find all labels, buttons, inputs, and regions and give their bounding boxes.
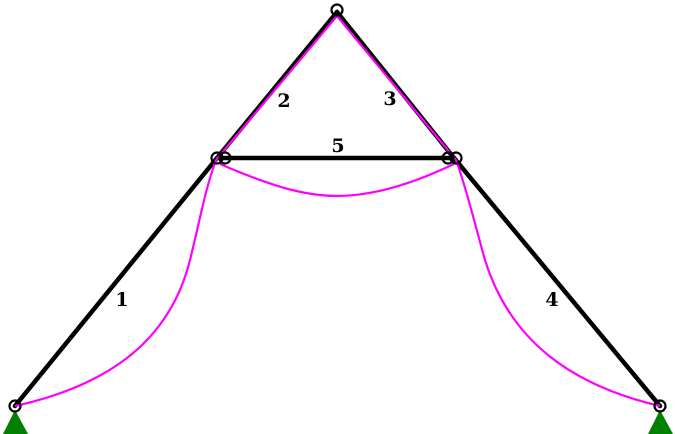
member-label-4: 4: [545, 289, 558, 311]
member-label-2: 2: [277, 90, 290, 112]
deformed-member-5: [219, 162, 455, 198]
node-hinge-icon: [218, 151, 232, 165]
member-label-5: 5: [331, 135, 344, 157]
deformed-member-2: [215, 15, 338, 161]
node-hinge-icon: [653, 399, 667, 413]
member-1: [12, 155, 220, 409]
support-icon-right: [648, 410, 673, 434]
member-label-3: 3: [383, 88, 396, 110]
member-label-1: 1: [115, 289, 128, 311]
node-hinge-icon: [441, 151, 455, 165]
node-hinge-icon: [210, 151, 224, 165]
member-4: [451, 155, 663, 409]
node-hinge-icon: [8, 399, 22, 413]
deformed-member-1: [14, 159, 218, 408]
support-icon-left: [3, 410, 28, 434]
member-labels: 1 2 3 4 5: [115, 88, 558, 311]
supports: [3, 410, 673, 434]
node-hinge-icon: [449, 151, 463, 165]
deformed-member-4: [454, 159, 661, 408]
nodes: [8, 3, 667, 413]
deformed-shape: [14, 15, 661, 408]
members: [12, 9, 663, 409]
deformed-member-3: [336, 15, 457, 161]
node-hinge-icon: [330, 3, 344, 17]
